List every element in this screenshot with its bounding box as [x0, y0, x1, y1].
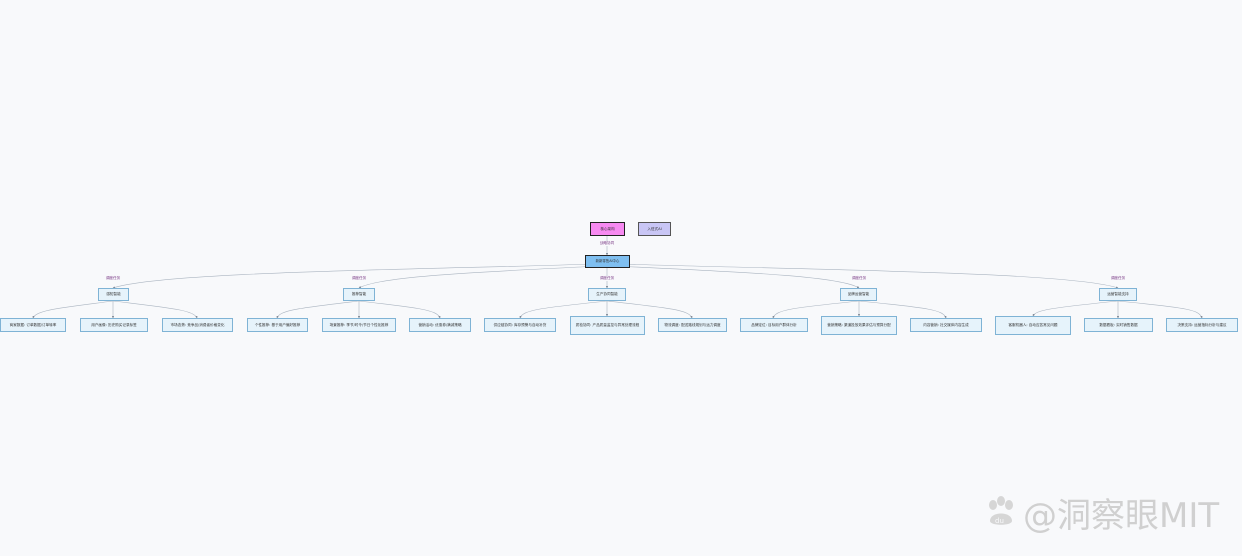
node-embedded-ai: 入驻式AI	[638, 222, 671, 236]
edge-hub-to-m4	[613, 265, 860, 289]
node-brand-ops: 品牌运营智能	[840, 288, 877, 301]
leaf-personal-recommend: 个性推荐: 基于用户偏好推荐	[247, 318, 308, 332]
leaf-merchant-data: 商家数据: 订单数据/订单转率	[0, 318, 66, 332]
watermark-text: @洞察眼MIT	[1023, 495, 1220, 536]
edge-label-hub-to-m3: 调度任务	[598, 276, 616, 281]
leaf-market-trend: 市场态势: 竞争品/消费者价格变化	[162, 318, 233, 332]
leaf-supply-chain: 供应链协同: 库存预警与自动补货	[484, 318, 556, 332]
node-recommendation: 推荐智能	[343, 288, 375, 301]
node-core-architecture: 核心架构	[590, 222, 625, 236]
leaf-decision-support: 决策支持: 运营指标分析与建议	[1166, 318, 1238, 332]
leaf-scene-recommend: 场景推荐: 季节/时令/节日个性化推荐	[322, 318, 396, 332]
edge-hub-to-m5	[617, 263, 1119, 289]
leaf-marketing-strategy: 营销策略: 渠道投放效果评估与预算分配	[821, 316, 897, 335]
edge-label-top-to-hub: 战略协同	[598, 241, 616, 246]
edge-hub-to-m2	[358, 265, 601, 289]
edge-label-hub-to-m2: 调度任务	[350, 276, 368, 281]
edge-hub-to-m1	[112, 263, 597, 289]
leaf-data-dashboard: 数据看板: 实时销售数据	[1084, 318, 1153, 332]
edge-label-hub-to-m1: 调度任务	[104, 276, 122, 281]
leaf-content-marketing: 内容营销: 社交媒体内容生成	[910, 318, 982, 332]
edge-label-hub-to-m5: 调度任务	[1109, 276, 1127, 281]
paw-logo-icon: du	[985, 495, 1019, 529]
node-ai-hub: 新新零售AI中心	[585, 255, 630, 268]
leaf-quality-control: 质检协同: 产品质量监控与异常处理流程	[570, 316, 645, 335]
watermark: du @洞察眼MIT	[985, 492, 1219, 536]
leaf-service-bot: 客服机器人: 自动应答常见问题	[995, 316, 1071, 335]
edge-label-hub-to-m4: 调度任务	[850, 276, 868, 281]
node-ops-support: 运营智能支持	[1099, 288, 1137, 301]
leaf-brand-positioning: 品牌定位: 目标用户群体分析	[740, 318, 808, 332]
leaf-user-profile: 用户画像: 历史购买记录标签	[80, 318, 148, 332]
svg-text:du: du	[995, 517, 1004, 525]
node-production: 生产协同智能	[588, 288, 626, 301]
leaf-marketing-campaign: 营销活动: 优惠券/满减策略	[409, 318, 471, 332]
leaf-logistics: 物流调度: 配送路线规划与运力调度	[658, 318, 727, 332]
node-perception: 感知智能	[98, 288, 129, 301]
